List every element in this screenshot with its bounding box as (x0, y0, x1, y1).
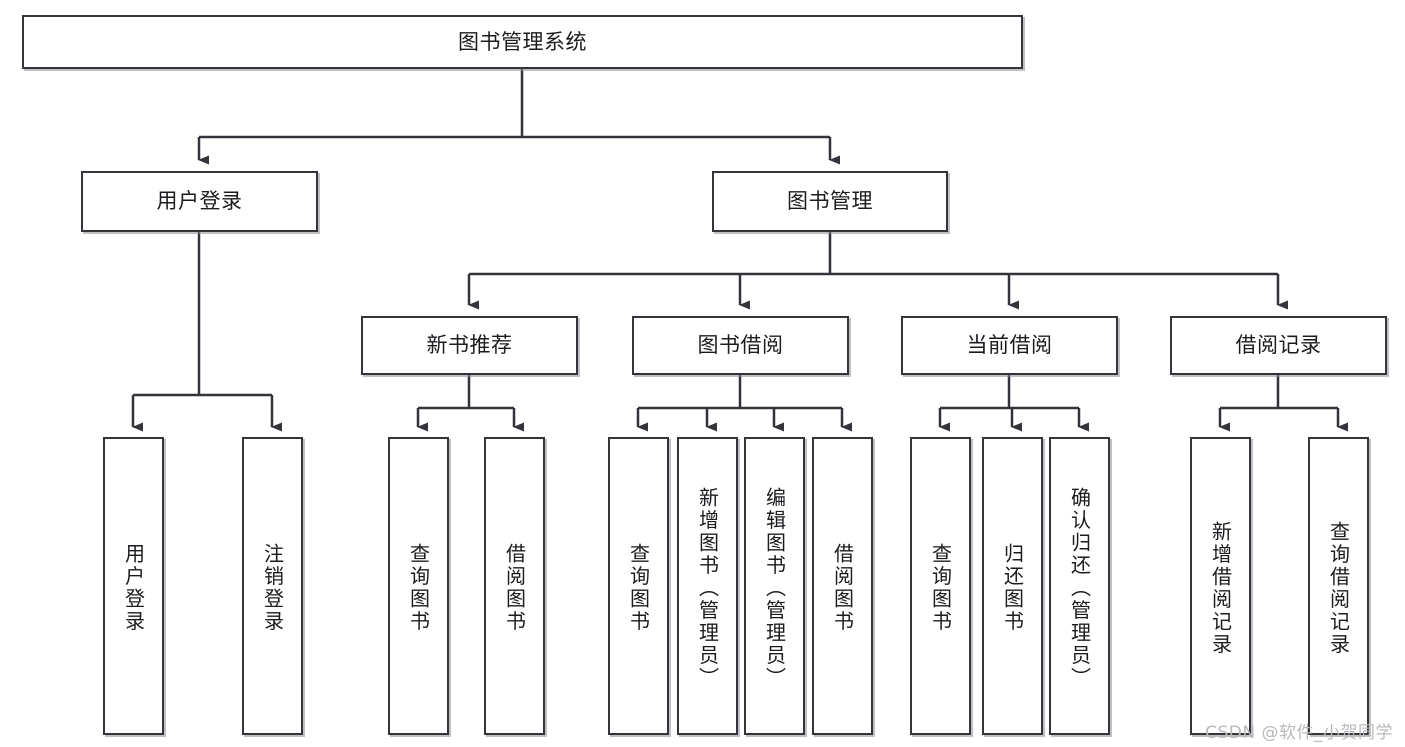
node-leaf-borrow-books[interactable]: 借阅图书 (812, 437, 873, 735)
node-user-login[interactable]: 用户登录 (81, 171, 318, 232)
node-leaf-add-borrow-record[interactable]: 新增借阅记录 (1190, 437, 1251, 735)
node-leaf-confirm-return-admin[interactable]: 确认归还（管理员） (1049, 437, 1110, 735)
node-leaf-borrow-books-recommend[interactable]: 借阅图书 (484, 437, 545, 735)
connector-recommend-to-leaves (416, 375, 524, 432)
node-leaf-query-books-borrow-label: 查询图书 (626, 543, 651, 633)
node-leaf-query-books-recommend-label: 查询图书 (406, 543, 431, 633)
node-leaf-query-books-current[interactable]: 查询图书 (910, 437, 971, 735)
node-leaf-add-book-admin[interactable]: 新增图书（管理员） (677, 437, 738, 735)
node-leaf-return-books[interactable]: 归还图书 (982, 437, 1043, 735)
node-user-login-label: 用户登录 (156, 189, 243, 214)
node-leaf-return-books-label: 归还图书 (1000, 543, 1025, 633)
connector-bookmanagement-to-level3 (467, 232, 1288, 310)
node-leaf-edit-book-admin-label: 编辑图书（管理员） (762, 486, 787, 690)
node-leaf-query-borrow-record[interactable]: 查询借阅记录 (1308, 437, 1369, 735)
node-root[interactable]: 图书管理系统 (22, 15, 1023, 69)
node-leaf-logout-label: 注销登录 (260, 543, 285, 633)
node-current-borrow[interactable]: 当前借阅 (901, 316, 1118, 375)
node-leaf-query-books-current-label: 查询图书 (928, 543, 953, 633)
node-root-label: 图书管理系统 (458, 29, 587, 54)
node-borrow-records-label: 借阅记录 (1235, 333, 1322, 358)
node-leaf-user-login[interactable]: 用户登录 (103, 437, 164, 735)
node-leaf-query-books-borrow[interactable]: 查询图书 (608, 437, 669, 735)
node-book-borrow-label: 图书借阅 (697, 333, 784, 358)
node-new-book-recommend-label: 新书推荐 (426, 333, 513, 358)
node-leaf-user-login-label: 用户登录 (121, 543, 146, 633)
node-leaf-edit-book-admin[interactable]: 编辑图书（管理员） (744, 437, 805, 735)
node-leaf-borrow-books-recommend-label: 借阅图书 (502, 543, 527, 633)
node-book-management-label: 图书管理 (787, 189, 873, 214)
node-leaf-borrow-books-label: 借阅图书 (830, 543, 855, 633)
connector-currentborrow-to-leaves (938, 375, 1089, 432)
csdn-watermark: CSDN @软件_小贺同学 (1205, 723, 1393, 743)
node-borrow-records[interactable]: 借阅记录 (1170, 316, 1387, 375)
node-leaf-add-book-admin-label: 新增图书（管理员） (695, 486, 720, 690)
connector-userlogin-to-leaves (131, 232, 282, 432)
node-leaf-add-borrow-record-label: 新增借阅记录 (1208, 520, 1233, 656)
node-book-borrow[interactable]: 图书借阅 (632, 316, 849, 375)
connector-bookborrow-to-leaves (636, 375, 852, 432)
node-leaf-confirm-return-admin-label: 确认归还（管理员） (1067, 486, 1092, 690)
node-current-borrow-label: 当前借阅 (966, 333, 1053, 358)
connector-root-to-level2 (197, 69, 840, 165)
node-leaf-logout[interactable]: 注销登录 (242, 437, 303, 735)
node-leaf-query-borrow-record-label: 查询借阅记录 (1326, 520, 1351, 656)
node-new-book-recommend[interactable]: 新书推荐 (361, 316, 578, 375)
connector-borrowrecords-to-leaves (1218, 375, 1348, 432)
node-leaf-query-books-recommend[interactable]: 查询图书 (388, 437, 449, 735)
node-book-management[interactable]: 图书管理 (712, 171, 948, 232)
